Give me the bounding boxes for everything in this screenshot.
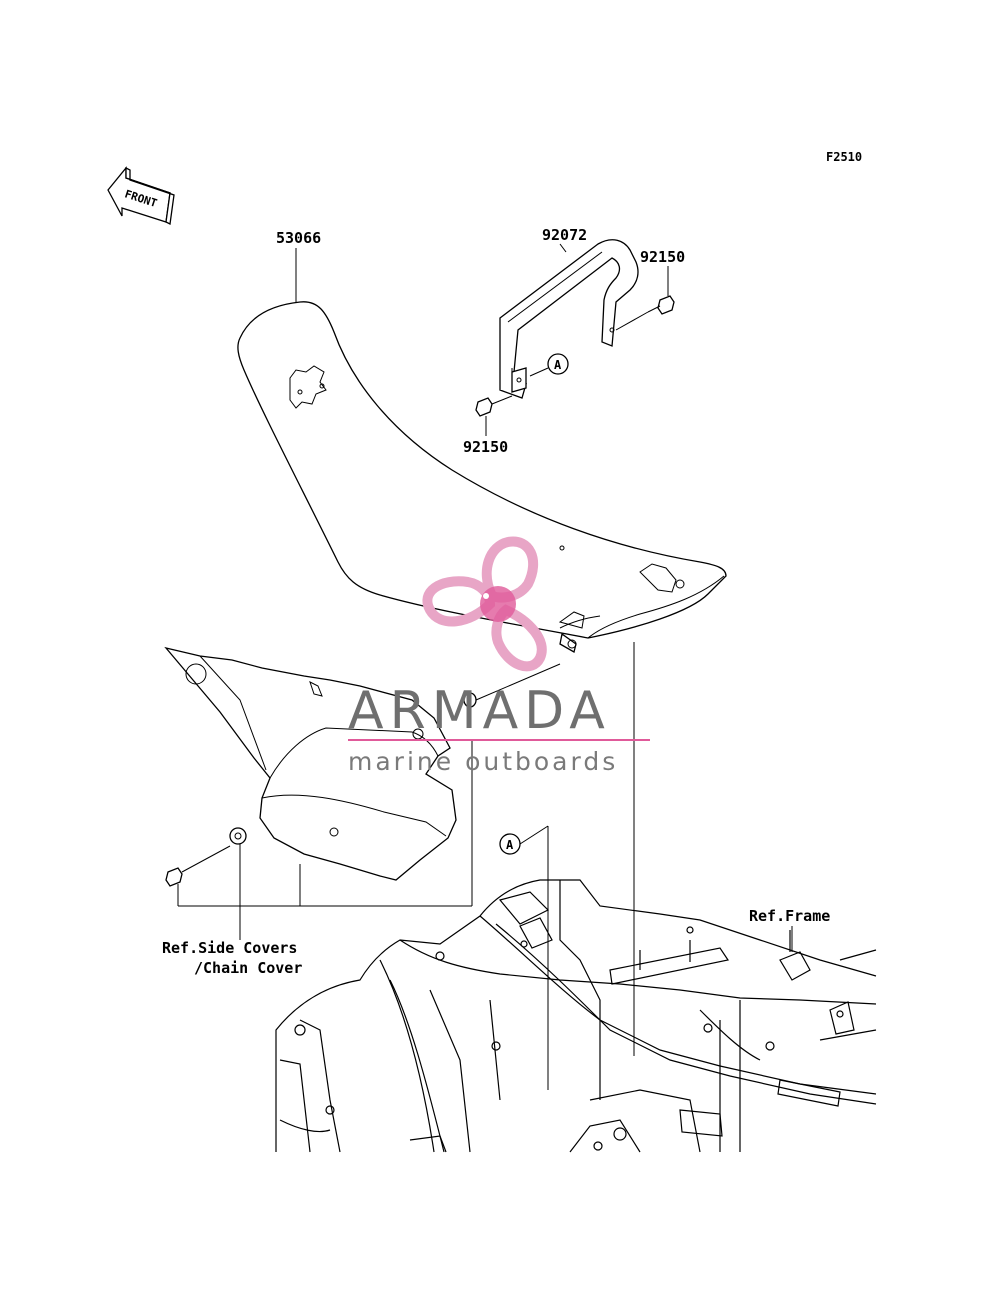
grommet-part [463, 663, 561, 708]
callout-bolt-right: 92150 [640, 248, 685, 266]
marker-a-lower: A [499, 825, 549, 1090]
ref-side-covers-line1: Ref.Side Covers [162, 939, 297, 957]
side-cover-part [164, 646, 457, 881]
ref-frame-label: Ref.Frame [749, 907, 830, 925]
side-cover-bolt-part [165, 827, 247, 887]
front-arrow-icon: FRONT [107, 166, 175, 225]
ref-side-covers-leaders [177, 740, 473, 940]
diagram-code: F2510 [826, 150, 862, 164]
grab-bar-part [499, 239, 639, 399]
frame-part [275, 879, 877, 1153]
bolt-left-part [475, 395, 513, 436]
watermark-title: ARMADA [348, 681, 611, 741]
watermark-subtitle: marine outboards [348, 747, 618, 776]
ref-side-covers-line2: /Chain Cover [194, 959, 302, 977]
callout-seat: 53066 [276, 229, 321, 247]
svg-text:A: A [506, 838, 514, 852]
propeller-logo-icon [422, 536, 547, 672]
svg-text:A: A [554, 358, 562, 372]
watermark: ARMADA marine outboards [348, 536, 650, 776]
seat-part [237, 301, 727, 653]
marker-a-upper: A [529, 353, 569, 377]
bolt-right-part [615, 266, 675, 331]
callout-grab-bar: 92072 [542, 226, 587, 244]
callout-bolt-left: 92150 [463, 438, 508, 456]
